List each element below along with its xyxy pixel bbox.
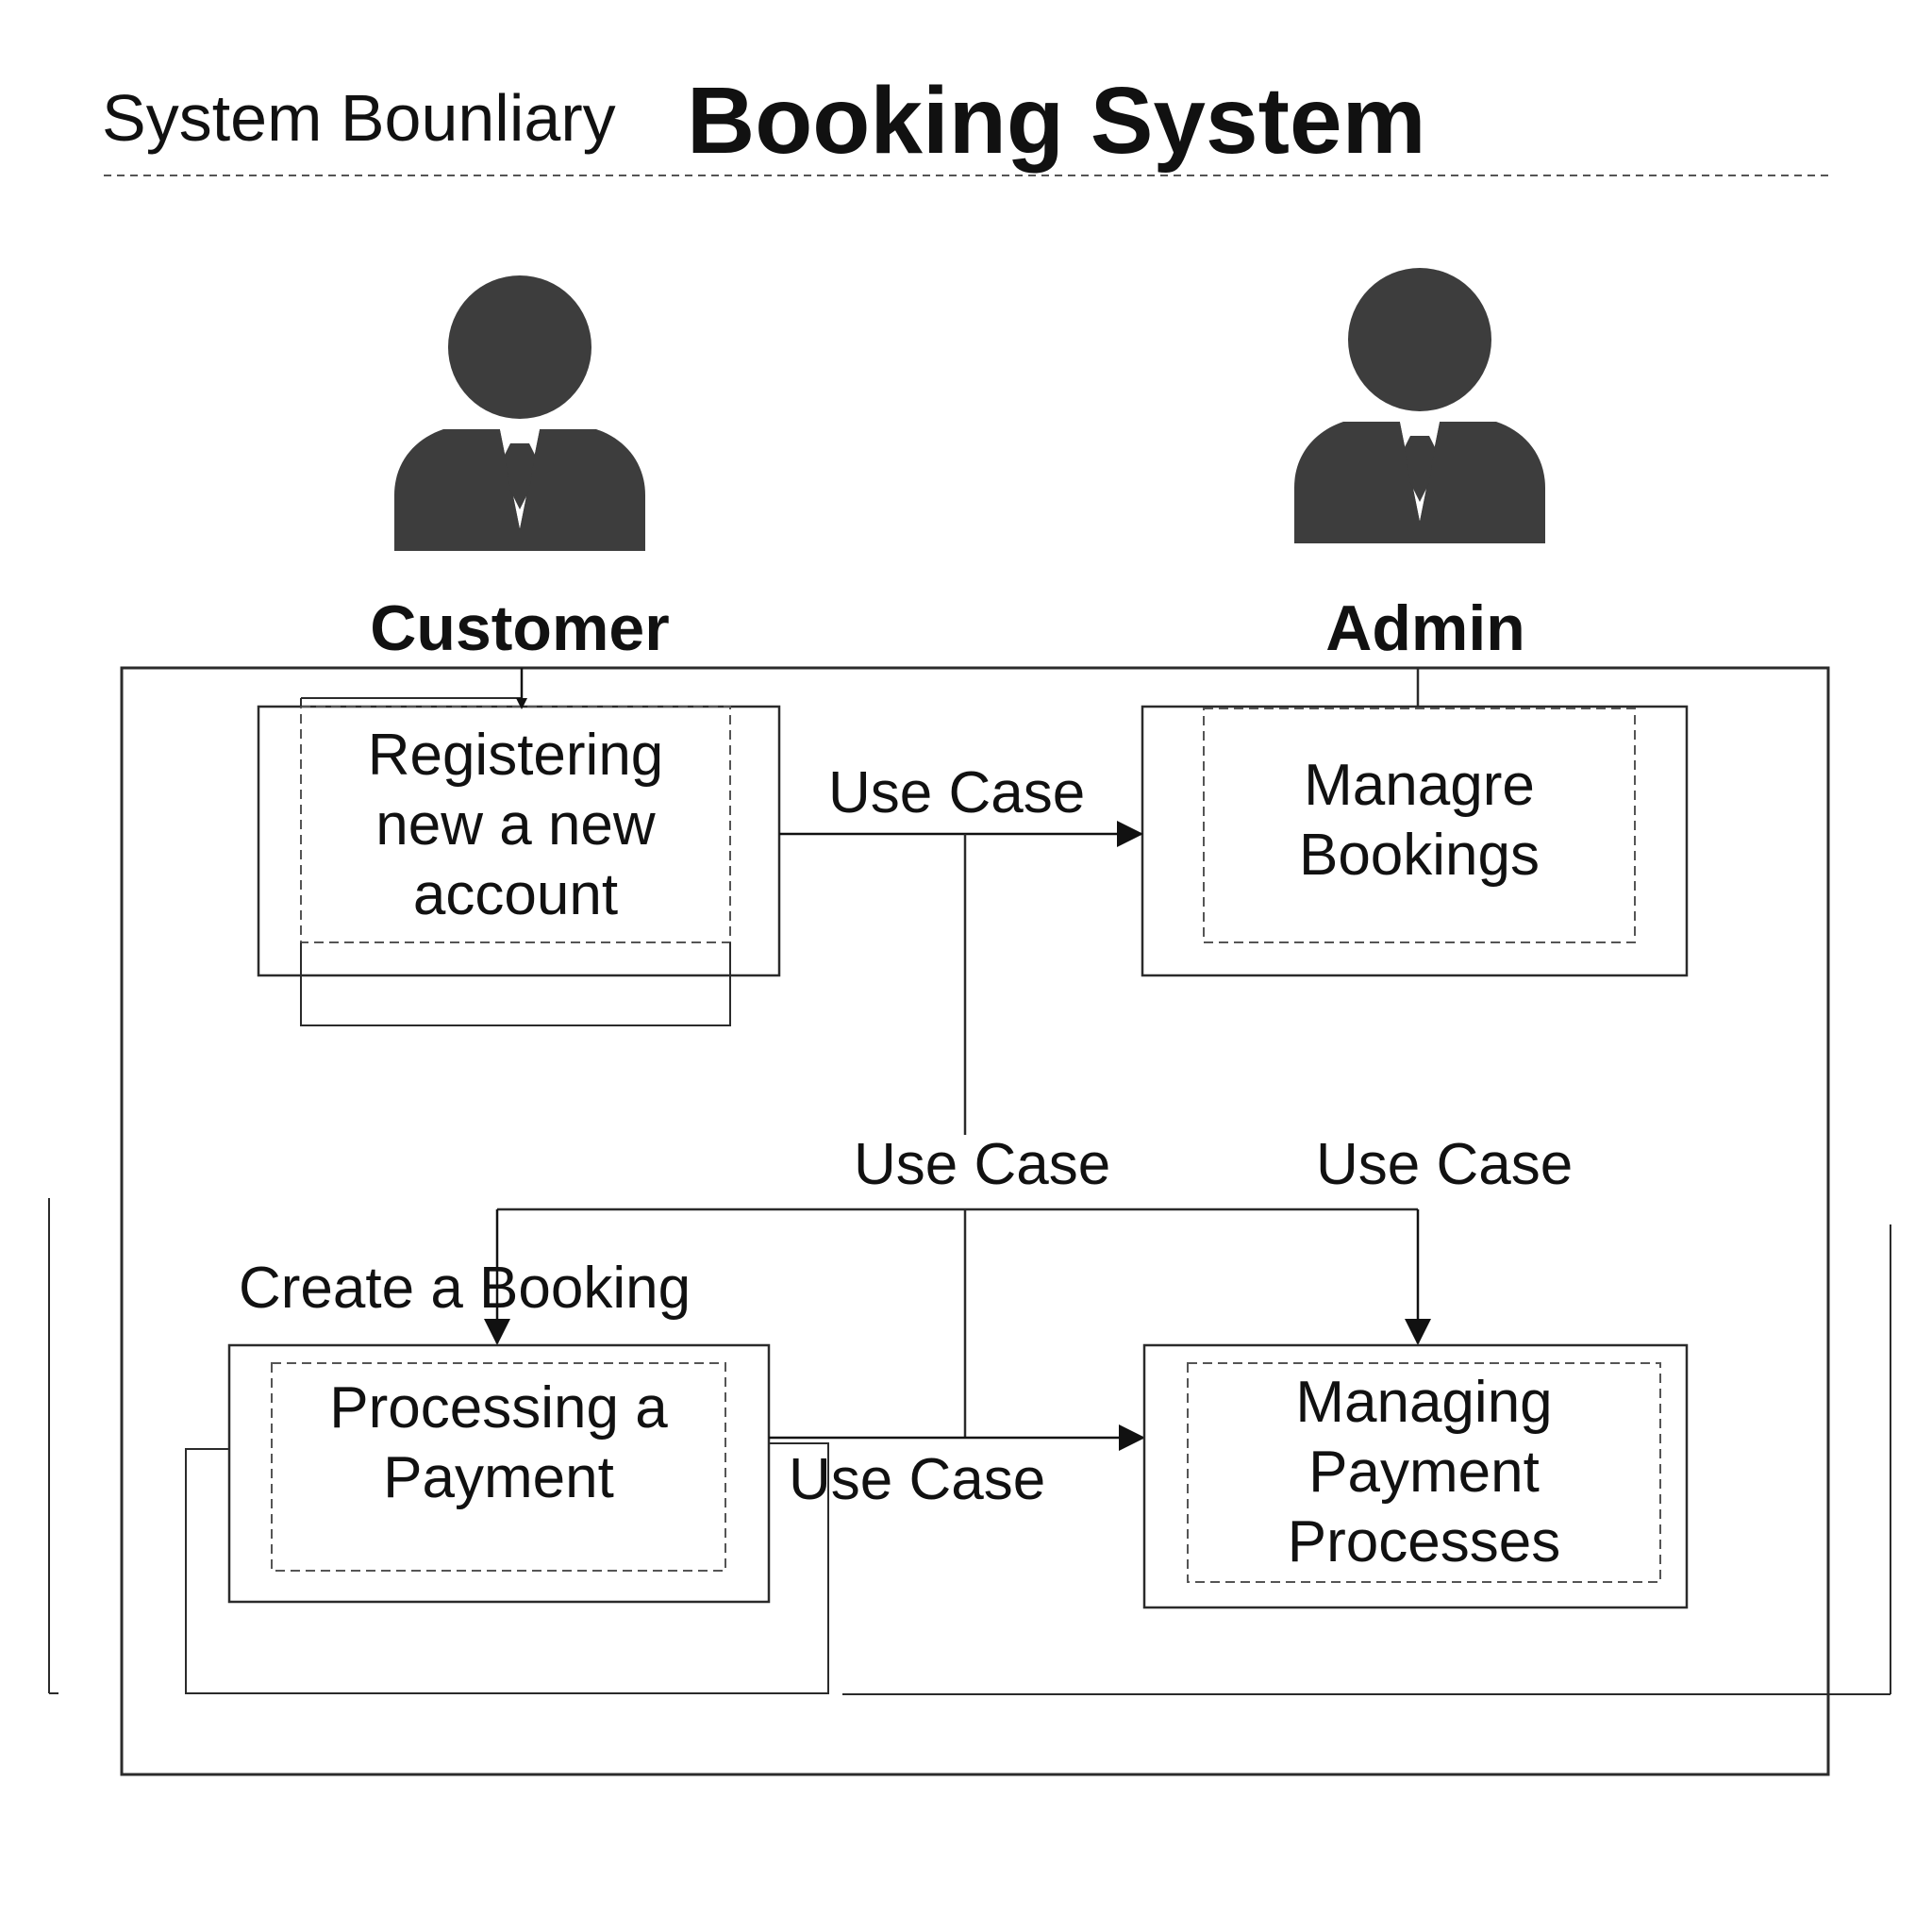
system-boundary-label: System Bounliary	[102, 81, 616, 155]
use-case-manage-bookings-box[interactable]	[1141, 705, 1689, 977]
use-case-processing-payment-box[interactable]	[185, 1343, 829, 1694]
use-case-processing-payment-line-1: Processing a	[329, 1375, 668, 1441]
customer-user-icon	[394, 275, 645, 551]
diagram-title: Booking System	[687, 68, 1426, 174]
connector-label-middle: Use Case	[854, 1132, 1111, 1197]
use-case-processing-payment-line-2: Payment	[383, 1445, 614, 1510]
use-case-processing-payment-text: Processing a Payment	[272, 1373, 725, 1514]
actor-customer-label: Customer	[370, 592, 670, 664]
use-case-managing-payment-box[interactable]	[1142, 1343, 1689, 1609]
use-case-managing-payment-line-3: Processes	[1287, 1509, 1561, 1574]
use-case-managing-payment-line-1: Managing	[1295, 1370, 1553, 1435]
use-case-manage-bookings-line-1: Managre	[1304, 753, 1535, 818]
admin-user-icon	[1294, 268, 1545, 543]
use-case-manage-bookings-text: Managre Bookings	[1204, 726, 1635, 915]
use-case-register-line-2: new a new	[375, 792, 656, 858]
use-case-register-line-3: account	[412, 862, 619, 927]
use-case-managing-payment-line-2: Payment	[1308, 1440, 1540, 1505]
use-case-register-box[interactable]	[257, 697, 781, 1026]
use-case-register-text: Registering new a new account	[301, 717, 730, 934]
actor-admin-label: Admin	[1325, 592, 1525, 664]
connector-label-top: Use Case	[828, 760, 1086, 825]
connector-label-right: Use Case	[1316, 1132, 1574, 1197]
create-booking-label: Create a Booking	[239, 1256, 691, 1321]
use-case-managing-payment-text: Managing Payment Processes	[1188, 1368, 1660, 1577]
use-case-manage-bookings-line-2: Bookings	[1298, 823, 1541, 888]
system-boundary-box	[120, 666, 1830, 1776]
connector-label-bottom: Use Case	[789, 1447, 1046, 1512]
use-case-register-line-1: Registering	[367, 723, 664, 788]
